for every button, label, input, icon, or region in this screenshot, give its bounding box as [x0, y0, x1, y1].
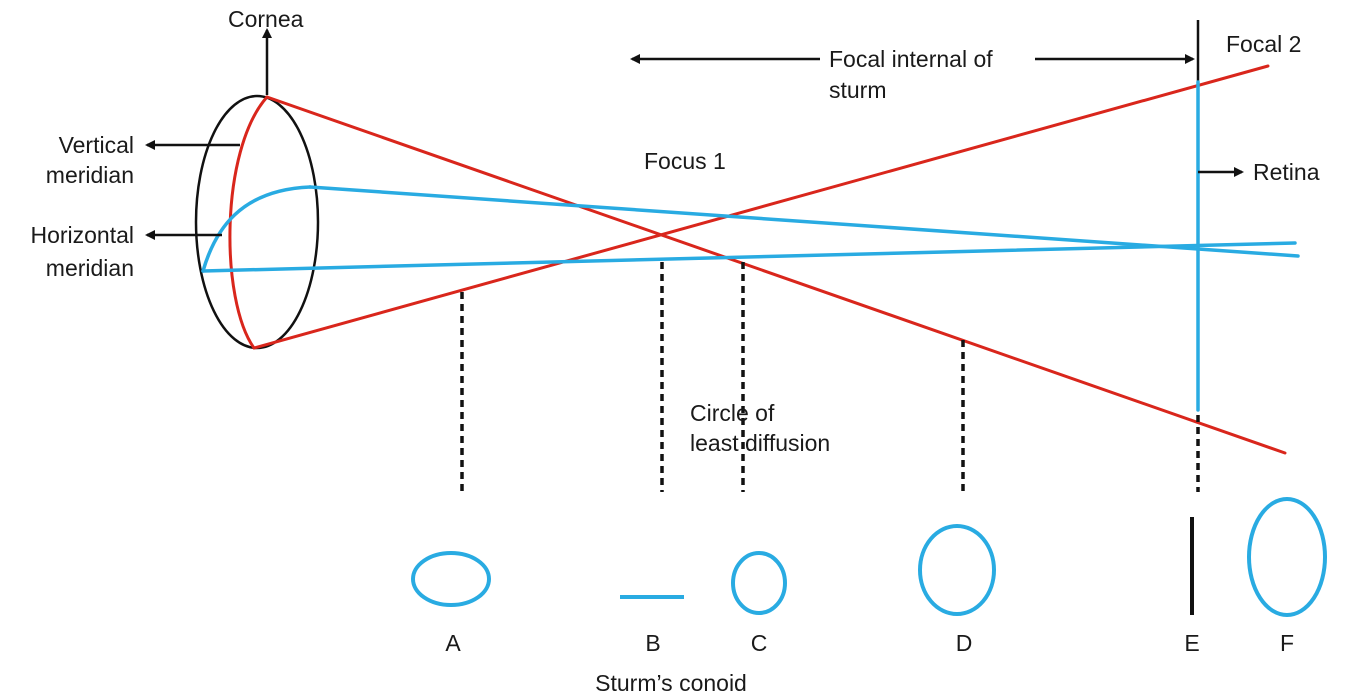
horizontal-ray-lower [201, 241, 1297, 273]
horizontal-meridian-label-1: Horizontal [30, 222, 134, 248]
section-letter-f: F [1280, 630, 1294, 656]
section-shape-f [1247, 497, 1327, 617]
focal-interval-label-1: Focal internal of [829, 46, 993, 72]
horizontal-meridian-arc [201, 185, 312, 273]
vertical-meridian-label-1: Vertical [59, 132, 134, 158]
retina-label: Retina [1253, 159, 1320, 185]
caption: Sturm’s conoid [595, 670, 747, 696]
section-letter-a: A [445, 630, 461, 656]
focus-1-label: Focus 1 [644, 148, 726, 174]
section-shape-c [731, 551, 787, 615]
cornea-ellipse [194, 94, 320, 350]
circle-of-least-diffusion-label-2: least diffusion [690, 430, 830, 456]
focal-2-label: Focal 2 [1226, 31, 1301, 57]
section-shape-d [918, 524, 996, 616]
horizontal-meridian-label-2: meridian [46, 255, 134, 281]
section-letter-e: E [1184, 630, 1199, 656]
section-letter-b: B [645, 630, 660, 656]
vertical-ray-upper [265, 95, 1287, 455]
cornea-label: Cornea [228, 6, 304, 32]
vertical-meridian-label-2: meridian [46, 162, 134, 188]
vertical-ray-lower [252, 64, 1270, 350]
circle-of-least-diffusion-label-1: Circle of [690, 400, 775, 426]
horizontal-ray-upper [308, 185, 1300, 258]
section-letter-d: D [956, 630, 973, 656]
section-shape-a [411, 551, 491, 607]
section-letter-c: C [751, 630, 768, 656]
focal-interval-label-2: sturm [829, 77, 887, 103]
vertical-meridian-arc [228, 95, 269, 350]
